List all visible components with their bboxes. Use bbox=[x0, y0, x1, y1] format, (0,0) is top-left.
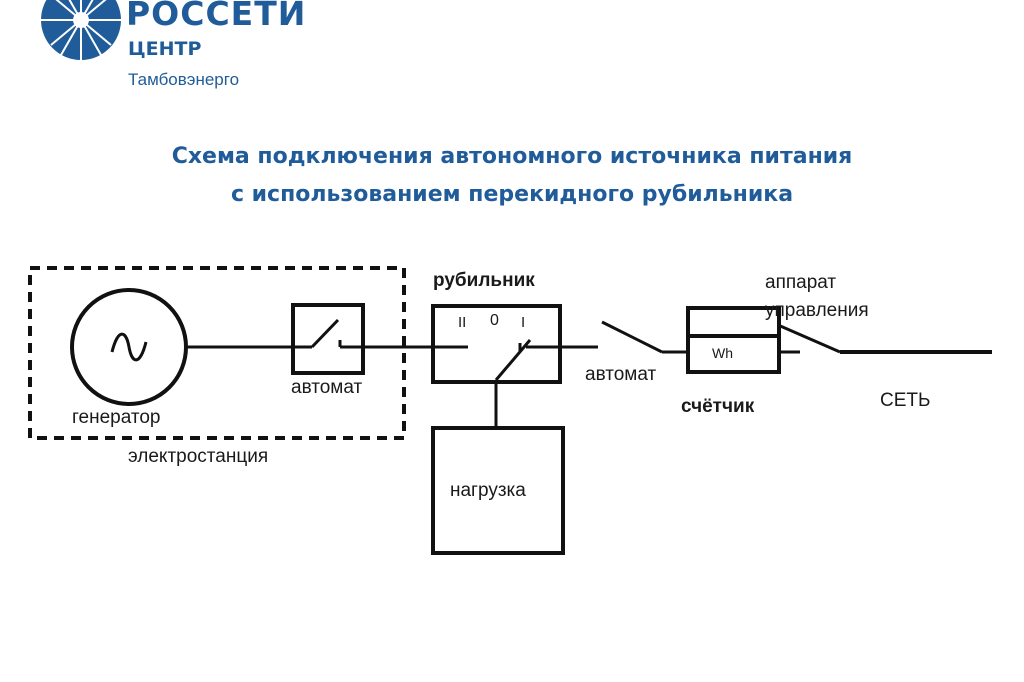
control-device-label-line1: аппарат bbox=[765, 272, 837, 293]
switch-position-0: 0 bbox=[490, 312, 499, 329]
company-logo bbox=[36, 0, 336, 95]
load-label: нагрузка bbox=[450, 480, 526, 501]
breaker1-box bbox=[291, 303, 365, 375]
switch-position-1: I bbox=[521, 314, 526, 331]
generator-label: генератор bbox=[72, 407, 161, 428]
brand-name: РОССЕТИ bbox=[126, 0, 307, 33]
load-box bbox=[431, 426, 565, 555]
diagram-title-line1: Схема подключения автономного источника … bbox=[171, 144, 853, 169]
power-station-boundary bbox=[28, 266, 406, 440]
logo-emblem-icon bbox=[41, 0, 121, 60]
switch-label: рубильник bbox=[433, 270, 535, 291]
meter-unit: Wh bbox=[712, 345, 733, 361]
meter-box bbox=[686, 306, 781, 374]
control-device-label-line2: управления bbox=[765, 300, 869, 321]
meter-label: счётчик bbox=[681, 396, 755, 417]
sine-wave-icon bbox=[110, 332, 148, 362]
control-device-contact bbox=[777, 323, 841, 354]
breaker1-label: автомат bbox=[291, 377, 363, 398]
breaker2-contact bbox=[601, 320, 663, 354]
diagram-title-line2: с использованием перекидного рубильника bbox=[230, 182, 794, 207]
brand-subtitle: ЦЕНТР bbox=[128, 38, 202, 60]
brand-branch: Тамбовэнерго bbox=[128, 70, 240, 89]
breaker2-label: автомат bbox=[585, 364, 657, 385]
switch-position-2: II bbox=[458, 314, 467, 331]
power-station-label: электростанция bbox=[128, 446, 269, 467]
grid-label: СЕТЬ bbox=[880, 390, 931, 411]
